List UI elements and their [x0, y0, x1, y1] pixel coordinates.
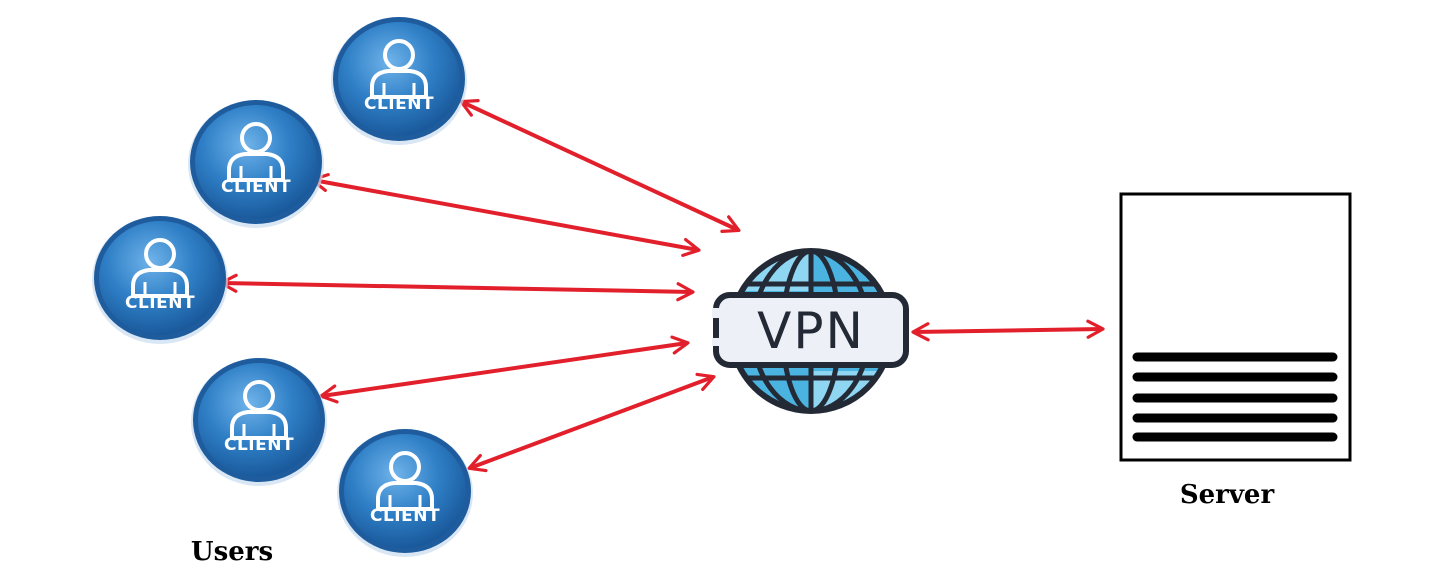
user-icon — [189, 356, 329, 488]
vpn-node: VPN — [712, 248, 909, 414]
user-icon — [329, 15, 469, 147]
user-icon — [90, 214, 230, 346]
arrow-client-3-vpn — [219, 273, 695, 302]
server-node: Server — [1119, 192, 1352, 510]
client-label: CLIENT — [221, 177, 291, 197]
arrow-vpn-server — [911, 319, 1105, 342]
arrow-client-1-vpn — [459, 99, 741, 233]
user-icon — [335, 427, 475, 559]
server-caption: Server — [1180, 480, 1275, 510]
server-lines — [1132, 352, 1338, 442]
connection-arrows — [219, 99, 1105, 473]
arrow-client-4-vpn — [319, 335, 690, 404]
client-3: CLIENT — [90, 214, 230, 346]
arrow-client-2-vpn — [310, 173, 701, 257]
arrow-client-5-vpn — [467, 372, 716, 473]
vpn-label-pill — [713, 292, 909, 368]
client-label: CLIENT — [125, 293, 195, 313]
client-label: CLIENT — [370, 506, 440, 526]
client-label: CLIENT — [364, 94, 434, 114]
users-caption: Users — [191, 537, 273, 567]
client-2: CLIENT — [186, 98, 326, 230]
client-1: CLIENT — [329, 15, 469, 147]
client-4: CLIENT — [189, 356, 329, 488]
vpn-label: VPN — [757, 302, 865, 360]
user-icon — [186, 98, 326, 230]
client-5: CLIENT — [335, 427, 475, 559]
client-label: CLIENT — [224, 435, 294, 455]
